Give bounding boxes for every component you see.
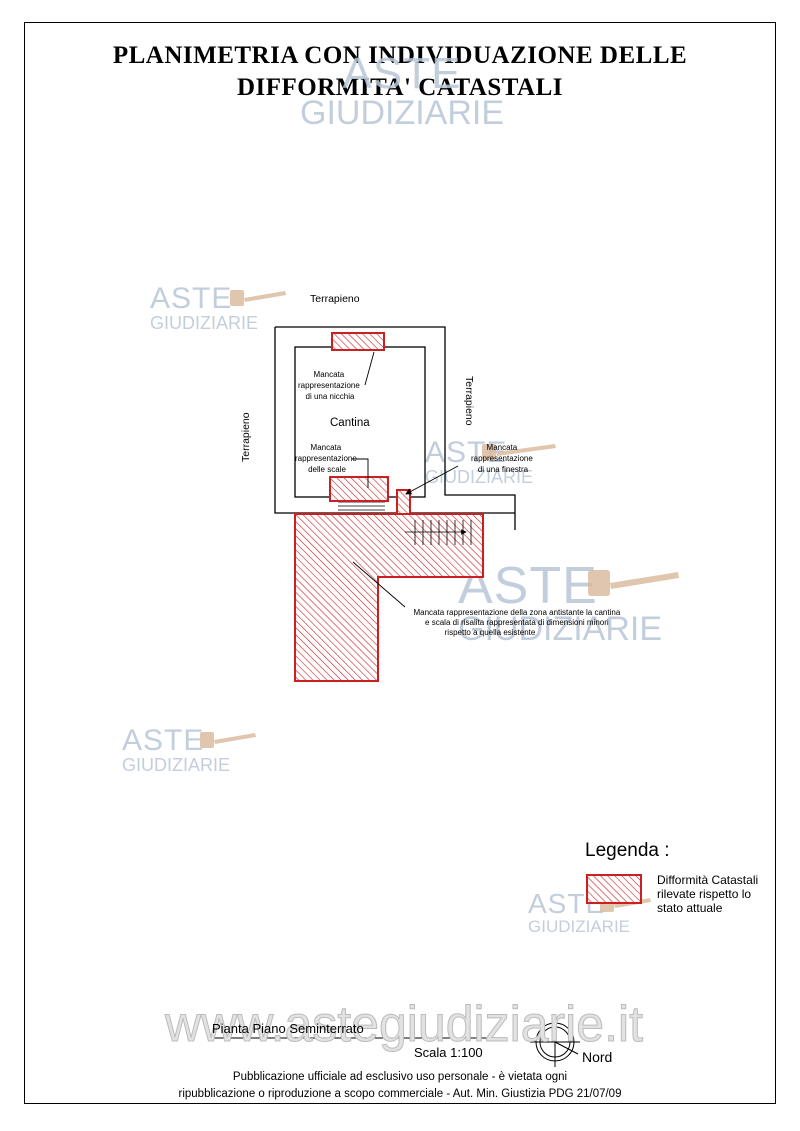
watermark-logo-top: ASTE GIUDIZIARIE [300, 49, 505, 132]
footer-line-2: ripubblicazione o riproduzione a scopo c… [178, 1088, 622, 1100]
title-line-1: PLANIMETRIA CON INDIVIDUAZIONE DELLE [112, 42, 688, 69]
external-stairs [405, 520, 472, 545]
outer-wall [274, 326, 516, 530]
watermark-logo-left: ASTE GIUDIZIARIE [150, 282, 259, 333]
annotation-finestra: Mancata rappresentazione di una finestra [471, 443, 535, 474]
legend-title: Legenda : [585, 840, 670, 861]
annotation-leaders [352, 351, 459, 608]
footer-line-1: Pubblicazione ufficiale ad esclusivo uso… [232, 1071, 568, 1083]
label-terrapieno-top: Terrapieno [310, 293, 360, 305]
label-terrapieno-right: Terrapieno [463, 376, 475, 426]
difformity-zona [294, 513, 484, 682]
plan-name: Pianta Piano Seminterrato [212, 1021, 364, 1036]
watermark-brand-top: ASTE [342, 49, 462, 98]
north-arrow-icon [530, 1017, 580, 1067]
difformity-nicchia [331, 332, 385, 351]
annotation-nicchia: Mancata rappresentazione di una nicchia [298, 370, 362, 401]
page-frame [24, 22, 776, 1104]
difformity-finestra [396, 489, 411, 515]
annotation-scale: Mancata rappresentazione delle scale [295, 443, 359, 474]
legend-swatch [586, 874, 642, 904]
watermark-site: www.astegiudiziarie.it [165, 996, 644, 1053]
annotation-zona: Mancata rappresentazione della zona anti… [413, 608, 622, 637]
label-terrapieno-left: Terrapieno [240, 412, 252, 462]
watermark-brand-bottom: GIUDIZIARIE [300, 94, 505, 132]
watermark-gavel-icon [200, 290, 679, 912]
north-label: Nord [582, 1049, 613, 1065]
plan-scale: Scala 1:100 [414, 1045, 483, 1060]
label-cantina: Cantina [330, 417, 370, 429]
difformity-scale [329, 476, 389, 502]
legend-item-text: Difformità Catastali rilevate rispetto l… [657, 873, 759, 915]
inner-stairs [338, 501, 385, 511]
title-line-2: DIFFORMITA' CATASTALI [236, 74, 564, 101]
watermark-logo-lower-left: ASTE GIUDIZIARIE [122, 724, 231, 775]
